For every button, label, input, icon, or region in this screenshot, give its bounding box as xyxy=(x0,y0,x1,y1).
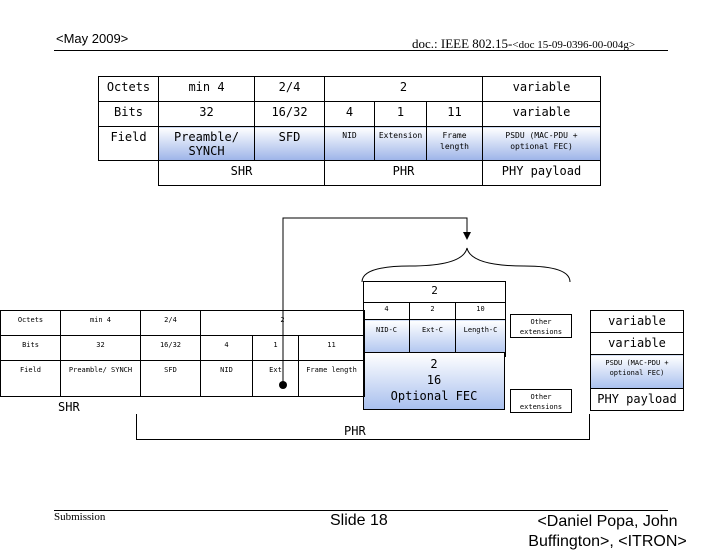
fec-block: 2 16 Optional FEC xyxy=(363,352,505,410)
top-group-payload: PHY payload xyxy=(482,160,601,186)
top-frame-table: Octets min 4 2/4 2 variable Bits 32 16/3… xyxy=(98,76,601,186)
expanded-bits-ext: 2 xyxy=(409,302,456,320)
header-doc-id: doc.: IEEE 802.15-<doc 15-09-0396-00-004… xyxy=(412,33,635,52)
top-field-label: Field xyxy=(98,126,159,161)
bottom-octets-phr: 2 xyxy=(199,310,366,336)
bottom-octets-row: Octets min 4 2/4 2 xyxy=(0,310,366,336)
bottom-payload-label: PHY payload xyxy=(590,388,684,411)
bottom-field-frame-length: Frame length xyxy=(297,360,366,397)
top-group-shr: SHR xyxy=(158,160,325,186)
top-field-nid: NID xyxy=(324,126,375,161)
bottom-bits-row: Bits 32 16/32 4 1 11 xyxy=(0,335,366,361)
bottom-field-row: Field Preamble/ SYNCH SFD NID Ext Frame … xyxy=(0,360,366,397)
bottom-bits-ext: 1 xyxy=(252,335,299,361)
top-octets-phr: 2 xyxy=(324,76,483,102)
expansion-brace xyxy=(361,247,571,283)
header-date: <May 2009> xyxy=(56,31,129,46)
footer-rule xyxy=(54,510,668,511)
expanded-phr-table: 2 4 2 10 NID-C Ext-C Length-C xyxy=(363,281,506,357)
expanded-bits-length: 10 xyxy=(455,302,506,320)
bottom-field-preamble: Preamble/ SYNCH xyxy=(60,360,141,397)
bottom-field-sfd: SFD xyxy=(140,360,201,397)
other-extensions-box-1: Other extensions xyxy=(510,314,572,338)
top-bits-length: 11 xyxy=(426,101,483,127)
bottom-bits-length: 11 xyxy=(297,335,366,361)
bottom-octets-variable: variable xyxy=(590,310,684,333)
top-field-frame-length: Frame length xyxy=(426,126,483,161)
expanded-field-ext-c: Ext-C xyxy=(409,319,456,357)
footer-submission: Submission xyxy=(54,511,106,523)
bottom-phr-label: PHR xyxy=(344,424,366,438)
top-group-phr: PHR xyxy=(324,160,483,186)
bottom-payload-table: variable variable PSDU (MAC-PDU + option… xyxy=(590,310,684,411)
bottom-shr-label: SHR xyxy=(58,400,80,414)
bottom-field-psdu: PSDU (MAC-PDU + optional FEC) xyxy=(590,354,684,389)
top-octets-preamble: min 4 xyxy=(158,76,255,102)
top-bits-nid: 4 xyxy=(324,101,375,127)
bottom-bits-sfd: 16/32 xyxy=(140,335,201,361)
footer-slide-number: Slide 18 xyxy=(330,512,388,529)
expanded-field-nid-c: NID-C xyxy=(363,319,410,357)
top-field-sfd: SFD xyxy=(254,126,325,161)
top-field-extension: Extension xyxy=(374,126,427,161)
fec-label: Optional FEC xyxy=(390,389,478,403)
connector-graphics xyxy=(279,217,571,389)
connector-line xyxy=(282,217,468,385)
top-field-row: Field Preamble/ SYNCH SFD NID Extension … xyxy=(98,126,601,161)
bottom-bits-nid: 4 xyxy=(200,335,253,361)
bottom-field-ext: Ext xyxy=(252,360,299,397)
bottom-octets-sfd: 2/4 xyxy=(140,310,201,336)
bottom-octets-label: Octets xyxy=(0,310,61,336)
bottom-frame-table: Octets min 4 2/4 2 Bits 32 16/32 4 1 11 … xyxy=(0,310,366,397)
top-group-row: SHR PHR PHY payload xyxy=(99,160,601,186)
header-doc-prefix: doc.: IEEE 802.15- xyxy=(412,36,513,51)
header-rule xyxy=(54,50,668,51)
header-doc-number: <doc 15-09-0396-00-004g> xyxy=(512,39,636,51)
bottom-bits-variable: variable xyxy=(590,332,684,355)
expanded-phr-octets: 2 xyxy=(363,281,506,303)
bottom-bits-preamble: 32 xyxy=(60,335,141,361)
fec-bits: 16 xyxy=(426,373,442,387)
bottom-bits-label: Bits xyxy=(0,335,61,361)
footer-author: <Daniel Popa, John Buffington>, <ITRON> xyxy=(528,513,687,550)
other-extensions-box-2: Other extensions xyxy=(510,389,572,413)
fec-octets: 2 xyxy=(430,357,438,371)
connector-arrowhead xyxy=(463,232,471,240)
expanded-field-length-c: Length-C xyxy=(455,319,506,357)
bottom-phr-span xyxy=(136,414,590,440)
top-field-preamble: Preamble/ SYNCH xyxy=(158,126,255,161)
bottom-field-label: Field xyxy=(0,360,61,397)
top-field-psdu: PSDU (MAC-PDU + optional FEC) xyxy=(482,126,601,161)
expanded-bits-nid: 4 xyxy=(363,302,410,320)
top-bits-label: Bits xyxy=(98,101,159,127)
bottom-field-nid: NID xyxy=(200,360,253,397)
bottom-octets-preamble: min 4 xyxy=(60,310,141,336)
